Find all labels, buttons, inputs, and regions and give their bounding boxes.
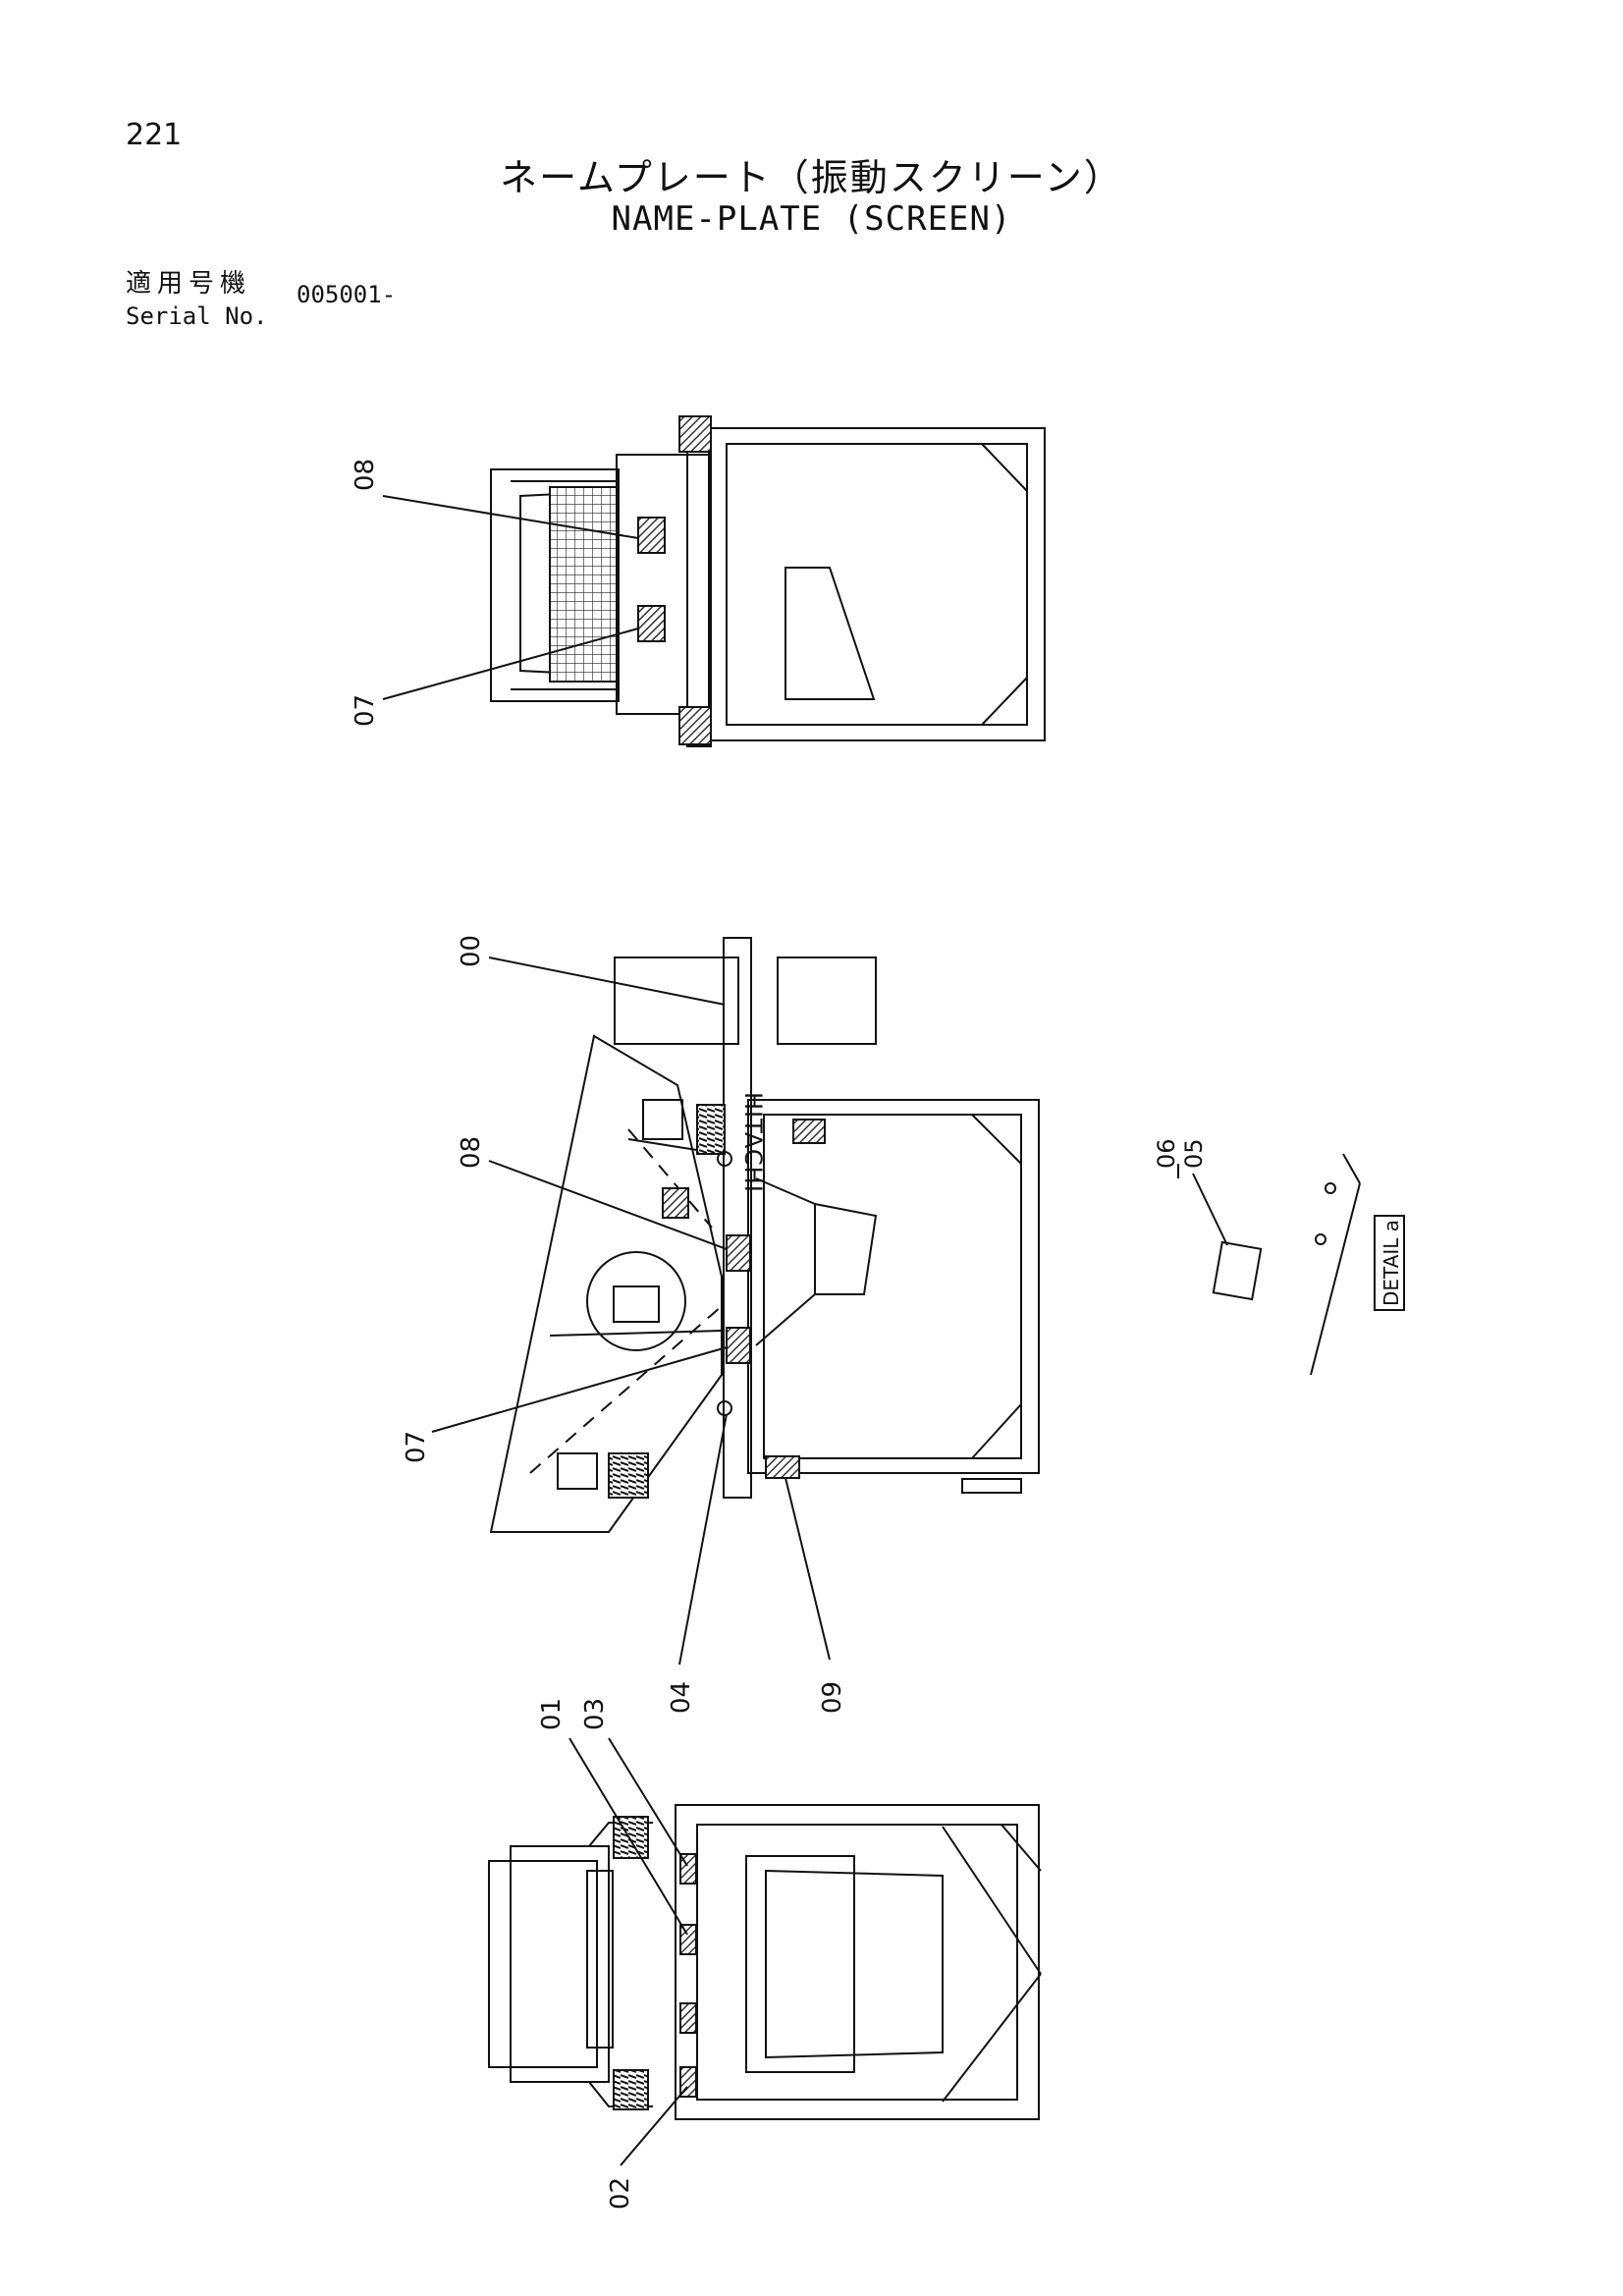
callout-02: 02 [606, 2177, 635, 2210]
top-view [382, 415, 1046, 747]
side-view [431, 937, 1040, 1666]
plate-07-side [726, 1327, 751, 1364]
plate-bottom-mid [679, 2002, 697, 2034]
callout-01: 01 [537, 1698, 567, 1730]
plate-08-body [662, 1187, 689, 1219]
callout-08-side: 08 [457, 1136, 486, 1169]
plate-08-side [726, 1234, 751, 1272]
page-title-english: NAME-PLATE (SCREEN) [611, 199, 1012, 239]
detail-plate [1212, 1240, 1263, 1301]
callout-05: 05 [1180, 1138, 1208, 1169]
serial-label-english: Serial No. [126, 302, 268, 330]
detail-a-label: DETAIL a [1380, 1220, 1403, 1306]
callout-08-top: 08 [351, 459, 380, 491]
hitachi-logo-text: HITACHI [739, 1092, 767, 1193]
callout-06: 06 [1153, 1138, 1180, 1169]
callout-07-top: 07 [351, 694, 380, 727]
detail-a-view [1177, 1153, 1405, 1376]
callout-00: 00 [457, 935, 486, 967]
bottom-view [488, 1737, 1042, 2166]
callout-07-side: 07 [402, 1431, 431, 1463]
detail-a-label-box [1374, 1215, 1405, 1311]
serial-number-value: 005001- [297, 281, 397, 308]
plate-09-side [765, 1455, 800, 1479]
plate-08-top [637, 517, 666, 554]
serial-label-japanese: 適用号機 [126, 269, 252, 299]
callout-03: 03 [580, 1698, 610, 1730]
plate-07-top [637, 605, 666, 642]
callout-04: 04 [667, 1681, 696, 1714]
callout-09: 09 [818, 1681, 847, 1714]
plate-frame-upper [792, 1119, 826, 1144]
page-title-japanese: ネームプレート（振動スクリーン） [500, 156, 1123, 199]
page-number: 221 [126, 118, 183, 152]
plate-01 [679, 1924, 697, 1955]
